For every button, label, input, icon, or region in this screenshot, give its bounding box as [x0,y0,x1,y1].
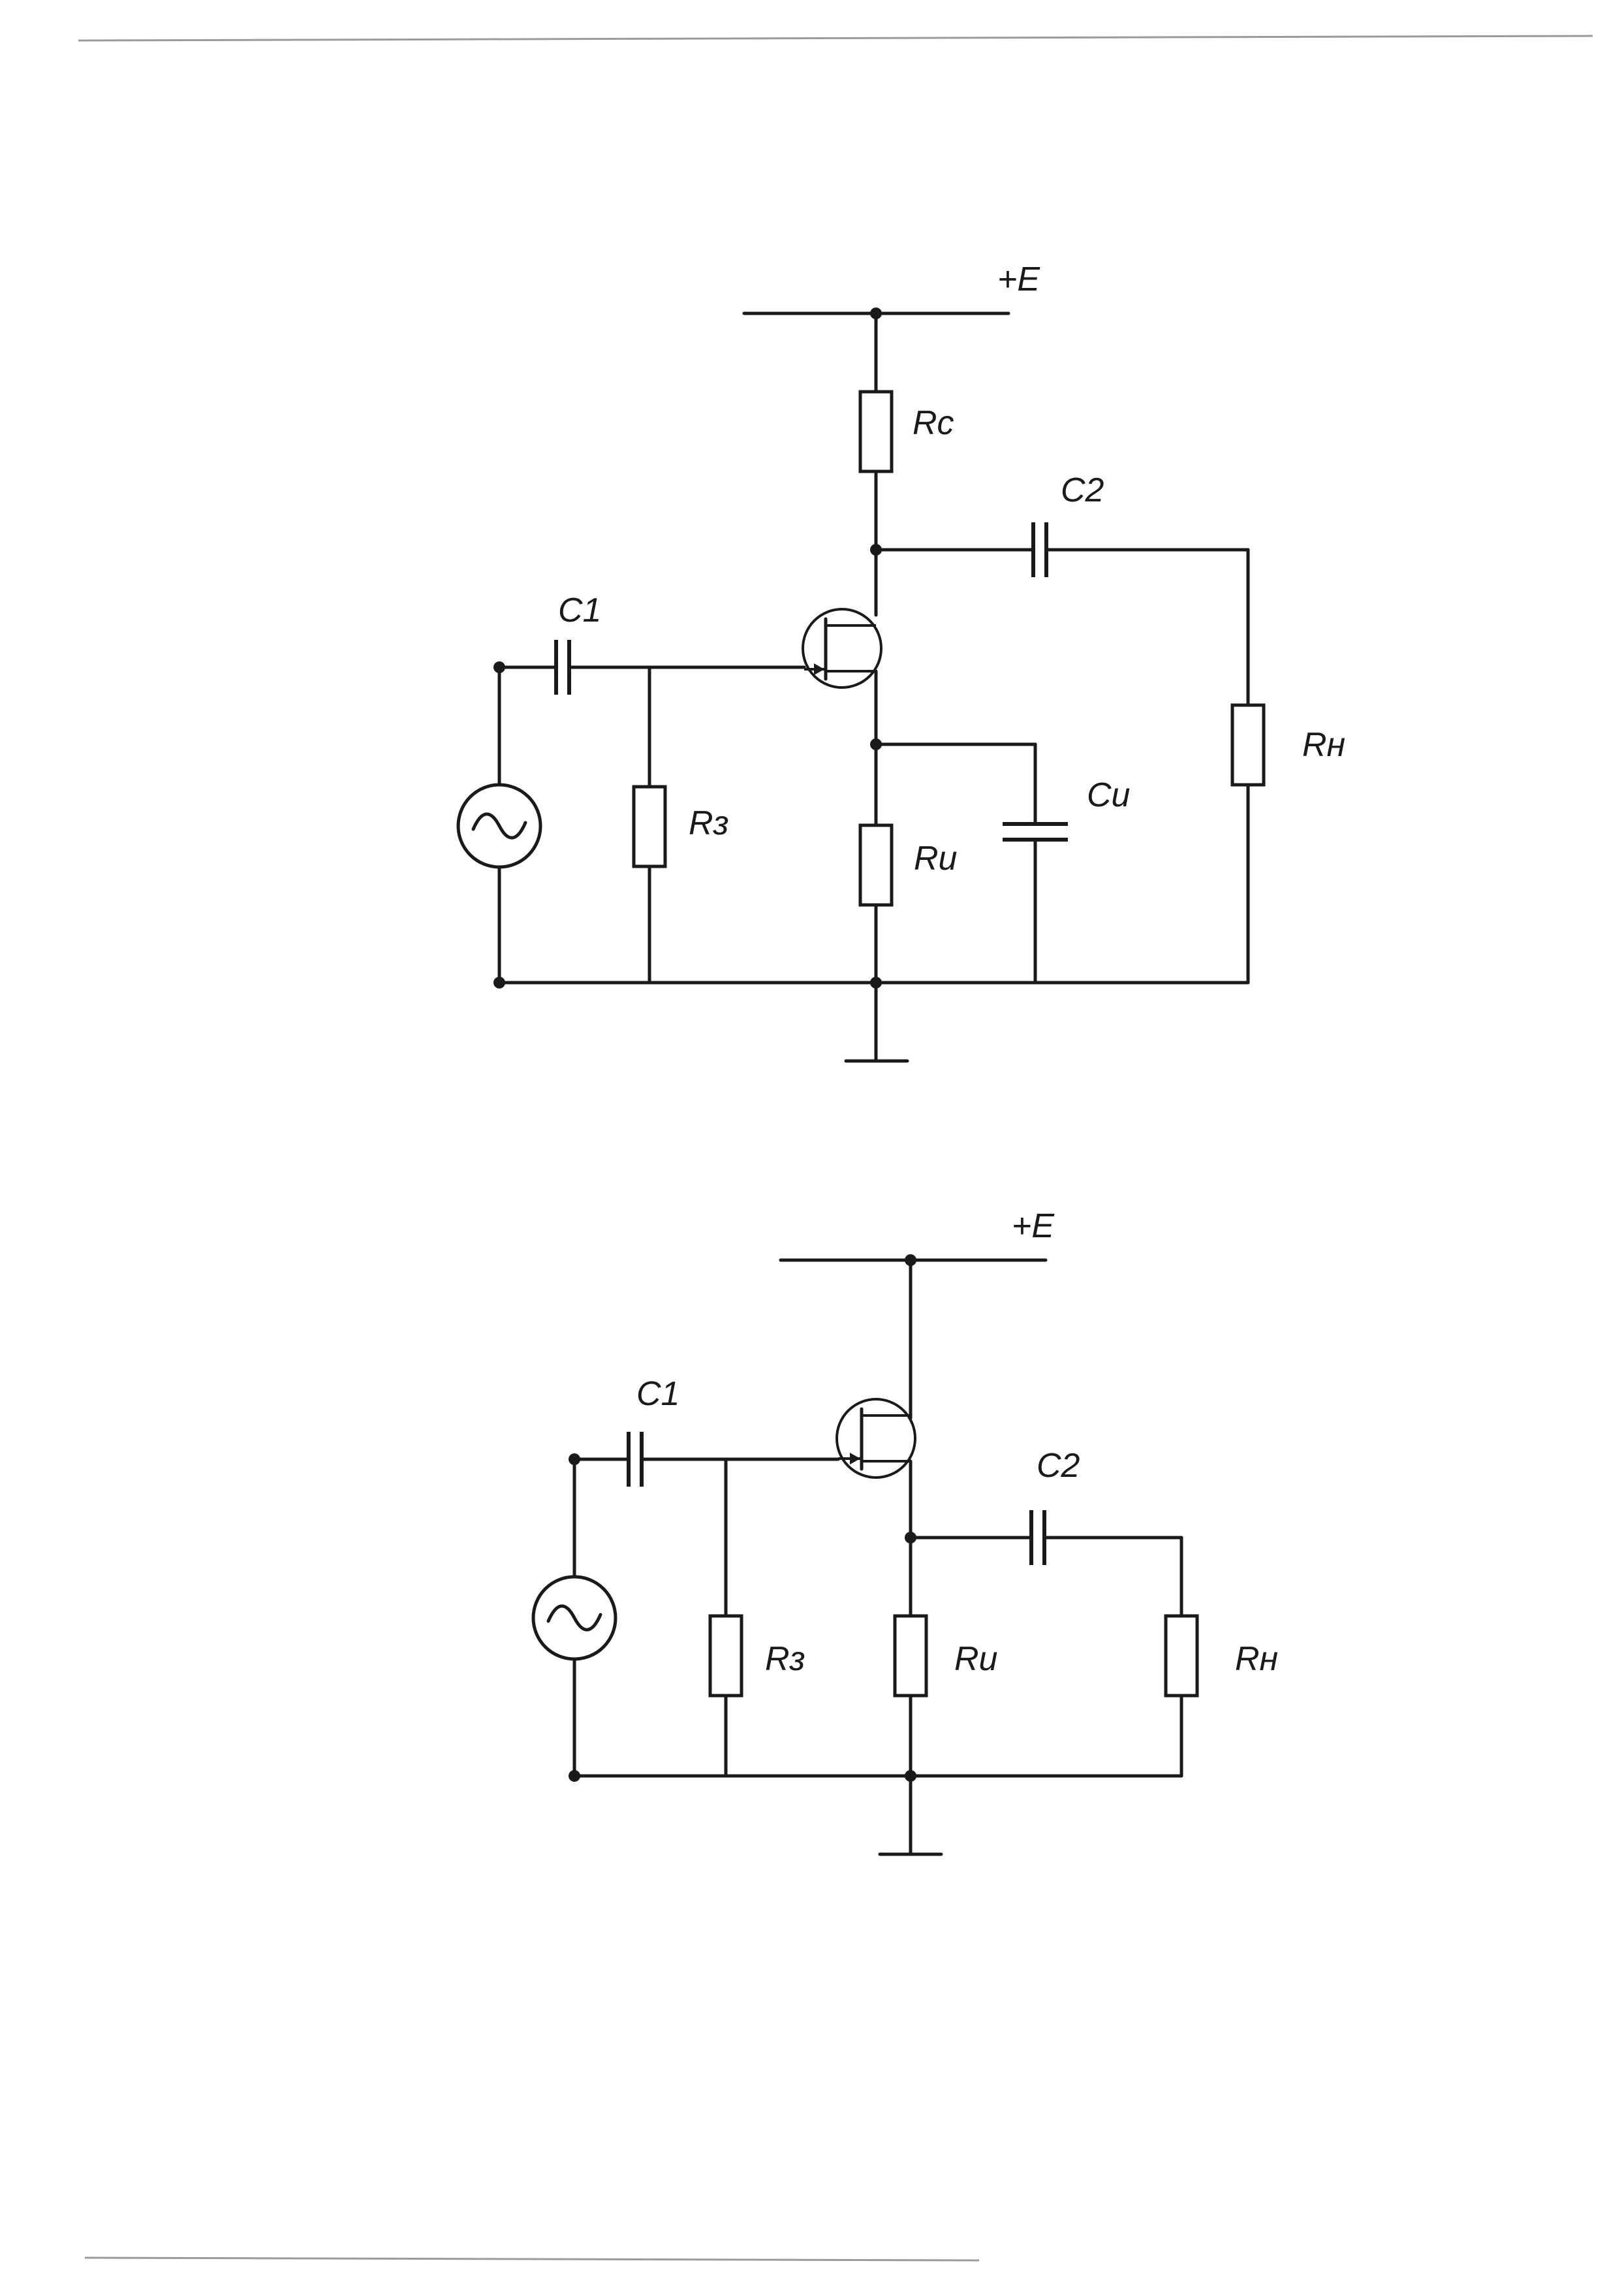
resistor-rz [708,1614,743,1698]
resistor-ru-label: Ru [914,840,957,878]
capacitor-c2-label: C2 [1037,1447,1080,1485]
resistor-rn-label: Rн [1302,726,1345,764]
resistor-ru [893,1614,928,1698]
circuit-common-source: +E Rc C2 Rн Ru [456,261,1345,1063]
resistor-ru-label: Ru [954,1640,997,1678]
capacitor-c1-label: C1 [636,1375,679,1413]
resistor-rn-label: Rн [1235,1640,1278,1678]
signal-generator [531,1575,617,1661]
ground-node-center [870,977,882,988]
jfet-gate-arrow [814,663,824,675]
supply-label: +E [997,261,1040,298]
sine-wave-icon [546,1604,602,1632]
jfet-gate-arrow [850,1453,860,1464]
resistor-rn [1230,703,1266,787]
capacitor-cu-label: Cu [1087,776,1130,814]
sine-wave-icon [471,812,527,840]
resistor-rc-label: Rc [913,404,954,442]
scan-bottom-edge [84,2256,980,2262]
jfet-transistor [835,1398,916,1479]
ground-node-center [905,1770,916,1782]
resistor-rc [858,390,894,473]
signal-generator [456,783,542,869]
supply-label: +E [1012,1207,1055,1245]
circuit-source-follower: +E C2 Rн Ru C1 [531,1207,1278,1856]
resistor-rz-label: Rз [765,1640,805,1678]
ground-node-left [569,1770,580,1782]
resistor-ru [858,823,894,907]
resistor-rz-label: Rз [689,804,729,842]
capacitor-c2-label: C2 [1061,471,1104,509]
resistor-rz [632,785,667,868]
capacitor-c1-label: C1 [558,592,601,629]
scan-top-edge [78,35,1593,42]
resistor-rn [1164,1614,1199,1698]
jfet-transistor [802,608,882,689]
jfet-body [802,608,882,689]
ground-node-left [493,977,505,988]
jfet-body [835,1398,916,1479]
